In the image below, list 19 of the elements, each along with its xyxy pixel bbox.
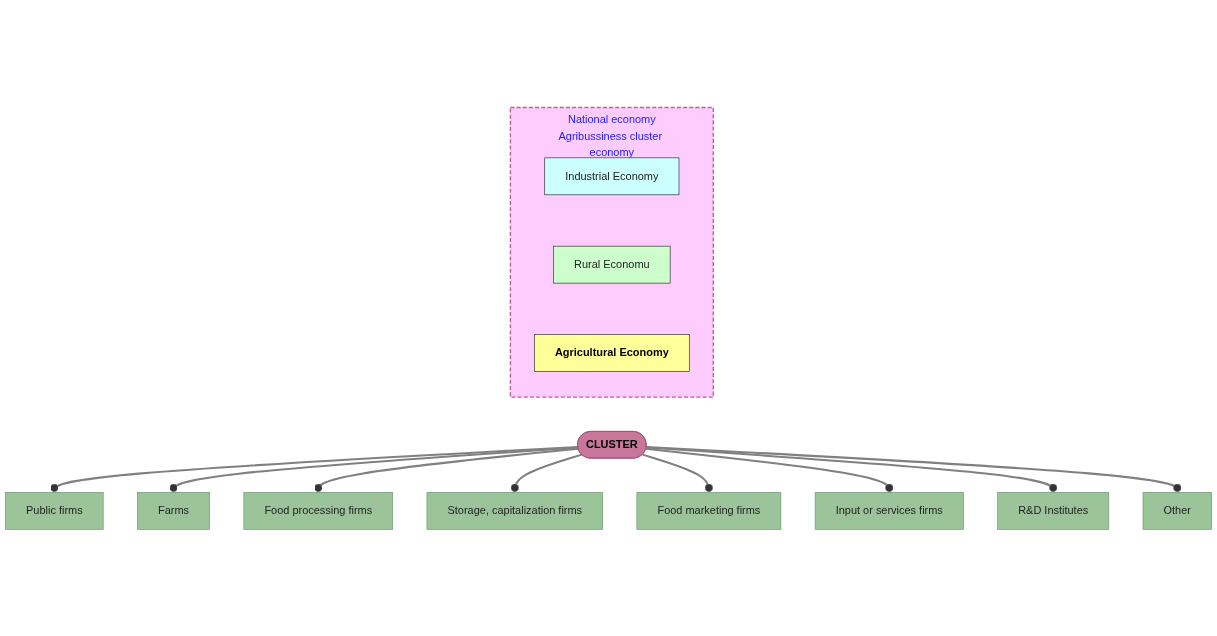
- node-box: Rural Economu: [553, 245, 671, 284]
- node-box: Public firms: [5, 491, 104, 530]
- connector: [314, 447, 579, 492]
- node-box: R&D Institutes: [997, 491, 1110, 530]
- connector: [646, 446, 1058, 492]
- node-box: Food marketing firms: [636, 491, 782, 530]
- connector: [50, 445, 579, 493]
- connector: [169, 446, 579, 492]
- node-box: Industrial Economy: [544, 157, 680, 195]
- connector: [642, 453, 714, 492]
- connector: [645, 447, 894, 492]
- connector: [646, 445, 1182, 493]
- connector: [510, 453, 583, 492]
- node-box: Storage, capitalization firms: [426, 491, 603, 530]
- node-box: Other: [1142, 491, 1212, 530]
- node-box: Food processing firms: [243, 491, 394, 530]
- node-box: Agricultural Economy: [534, 333, 690, 372]
- node-box: Farms: [137, 491, 210, 530]
- node-box: Input or services firms: [814, 491, 964, 530]
